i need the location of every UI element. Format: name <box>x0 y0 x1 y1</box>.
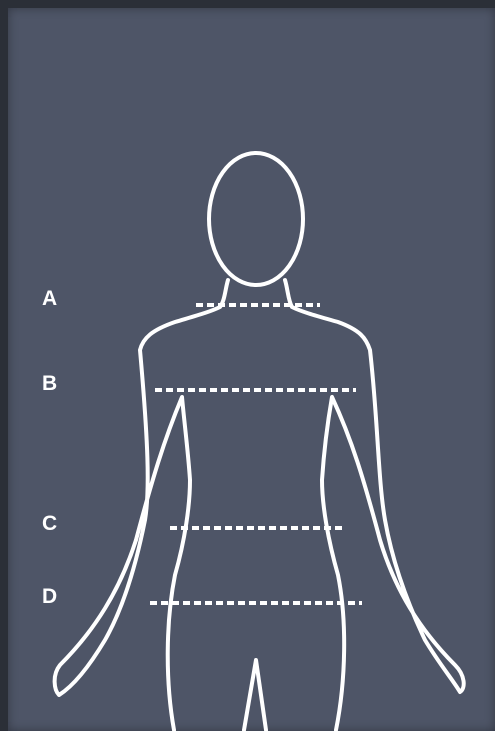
marker-b-label: B <box>42 373 57 394</box>
head-outline <box>209 153 303 285</box>
body-outline <box>55 280 464 730</box>
marker-a-label: A <box>42 288 57 309</box>
marker-d-label: D <box>42 586 57 607</box>
marker-c-label: C <box>42 513 57 534</box>
